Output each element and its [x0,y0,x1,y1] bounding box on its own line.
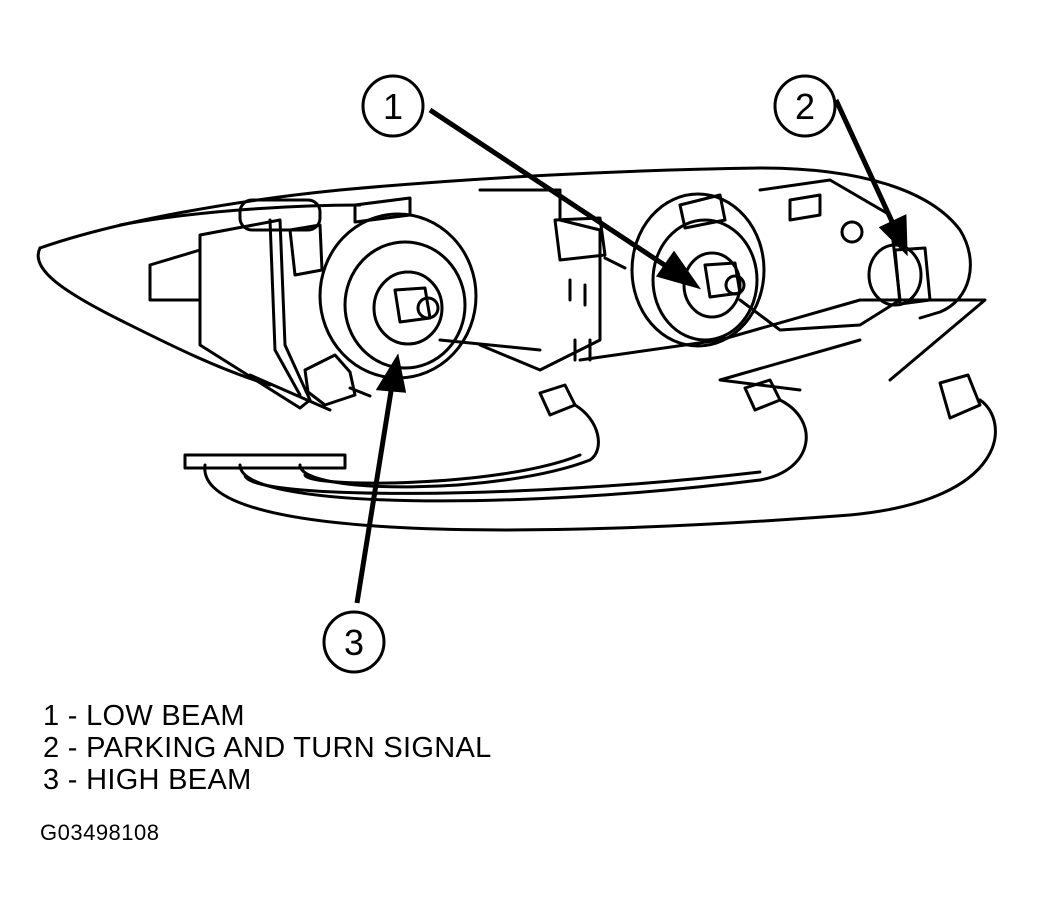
connector-high-beam [538,383,577,417]
callout-3-arrowhead [375,353,407,393]
wire-to-low-beam [238,398,808,503]
callout-1-number: 1 [383,86,403,127]
legend-item-parking-turn-signal: 2 - PARKING AND TURN SIGNAL [43,732,492,764]
figure-code: G03498108 [40,820,160,845]
low-beam-socket-ring [630,192,766,348]
wire-to-parking [203,398,997,532]
callout-2-arrowhead [878,214,908,257]
callout-2-circle [773,74,837,138]
callout-2-number: 2 [795,86,815,127]
connector-parking [938,373,982,420]
legend-item-low-beam: 1 - LOW BEAM [43,700,245,732]
left-connector [303,353,357,407]
callout-3-circle [322,610,386,674]
callout-1-arrowhead [655,250,702,290]
legend-item-high-beam: 3 - HIGH BEAM [43,764,252,796]
legend: 1 - LOW BEAM 2 - PARKING AND TURN SIGNAL… [43,700,492,796]
low-beam-bulb [703,261,742,299]
callout-1-leader [428,107,674,273]
headlamp-housing-outline [38,166,972,320]
high-beam-socket-ring [318,212,478,380]
headlamp-lens-bottom [36,246,272,387]
callout-3-number: 3 [344,622,364,663]
callout-2-leader [833,98,898,230]
wire-harness-bar [183,453,347,470]
parking-turn-socket [867,243,923,307]
callout-1-circle [361,74,425,138]
wire-to-high-beam [298,403,600,489]
middle-housing-body [478,188,602,372]
callout-3-leader [354,384,395,604]
